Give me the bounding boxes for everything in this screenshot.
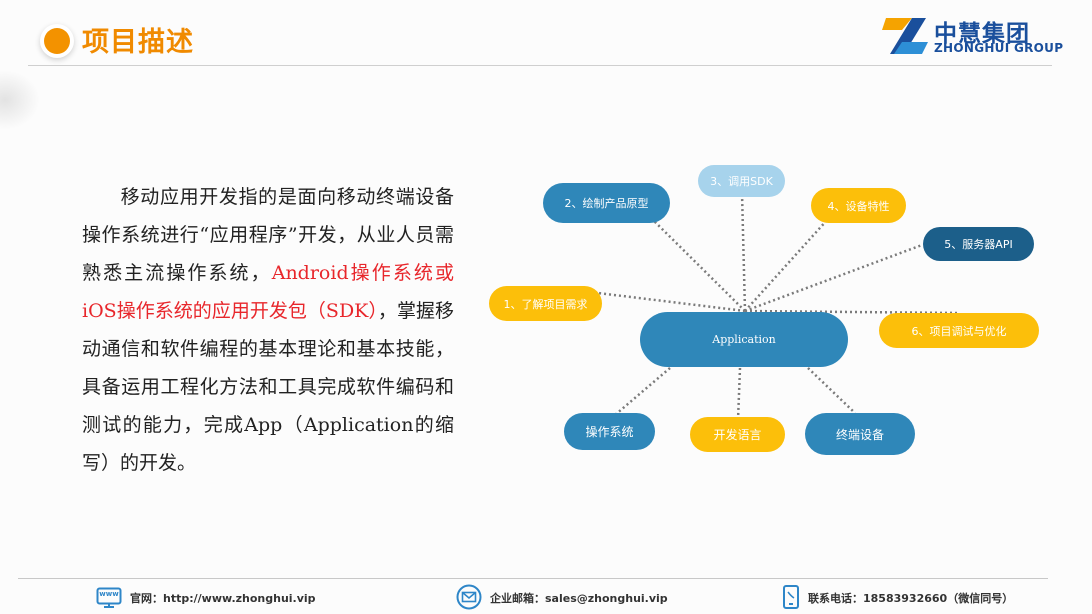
phone-icon (782, 584, 800, 612)
diagram-node-3: 3、调用SDK (698, 165, 785, 197)
application-label: Application (712, 333, 776, 346)
company-logo: 中慧集团 ZHONGHUI GROUP (880, 10, 1063, 62)
footer-website: www 官网： http://www.zhonghui.vip (96, 586, 316, 610)
title-divider (28, 65, 1052, 66)
process-diagram: Application 1、了解项目需求 2、绘制产品原型 3、调用SDK 4、… (480, 155, 1080, 475)
diagram-node-label: 3、调用SDK (710, 175, 773, 188)
diagram-node-label: 开发语言 (713, 428, 762, 442)
decorative-shadow (0, 70, 40, 130)
phone-number: 18583932660（微信同号） (863, 592, 1014, 605)
footer-email: 企业邮箱： sales@zhonghui.vip (456, 584, 668, 613)
description-paragraph: 移动应用开发指的是面向移动终端设备操作系统进行“应用程序”开发，从业人员需熟悉主… (82, 178, 454, 482)
diagram-node-label: 4、设备特性 (827, 199, 890, 213)
diagram-node-label: 终端设备 (835, 427, 884, 442)
logo-english-name: ZHONGHUI GROUP (934, 41, 1064, 55)
mail-icon (456, 584, 482, 613)
diagram-node-7: 操作系统 (564, 413, 655, 450)
page-title: 项目描述 (82, 27, 194, 58)
website-label: 官网： (130, 592, 163, 605)
email-label: 企业邮箱： (490, 592, 545, 605)
diagram-node-5: 5、服务器API (923, 227, 1034, 261)
footer-phone: 联系电话： 18583932660（微信同号） (782, 584, 1014, 612)
application-node: Application (640, 312, 848, 367)
diagram-node-label: 操作系统 (585, 425, 634, 439)
connector-lines (597, 192, 961, 421)
zhonghui-logo-icon (882, 18, 928, 54)
email-link[interactable]: sales@zhonghui.vip (545, 591, 668, 605)
diagram-node-label: 2、绘制产品原型 (564, 197, 649, 210)
footer-divider (18, 578, 1048, 579)
diagram-node-1: 1、了解项目需求 (489, 286, 602, 321)
logo-chinese-name: 中慧集团 (934, 21, 1030, 47)
description-text-2: ，掌握移动通信和软件编程的基本理论和基本技能，具备运用工程化方法和工具完成软件编… (82, 300, 454, 474)
diagram-node-9: 终端设备 (805, 413, 915, 455)
orange-dot-icon (44, 28, 70, 54)
diagram-node-label: 1、了解项目需求 (503, 297, 588, 311)
diagram-node-8: 开发语言 (690, 417, 785, 452)
diagram-node-label: 5、服务器API (944, 238, 1013, 251)
www-icon: www (96, 587, 122, 609)
diagram-node-2: 2、绘制产品原型 (543, 183, 670, 223)
diagram-node-4: 4、设备特性 (811, 188, 906, 223)
phone-label: 联系电话： (808, 592, 863, 605)
diagram-node-6: 6、项目调试与优化 (879, 313, 1039, 348)
description-text-1: 移动应用开发指的是面向移动终端设备操作系统进行“应用程序”开发，从业人员需熟悉主… (82, 186, 454, 284)
diagram-node-label: 6、项目调试与优化 (911, 324, 1007, 338)
website-link[interactable]: http://www.zhonghui.vip (163, 591, 316, 605)
description-highlight: Android操作系统或iOS操作系统的应用开发包（SDK） (82, 262, 454, 322)
